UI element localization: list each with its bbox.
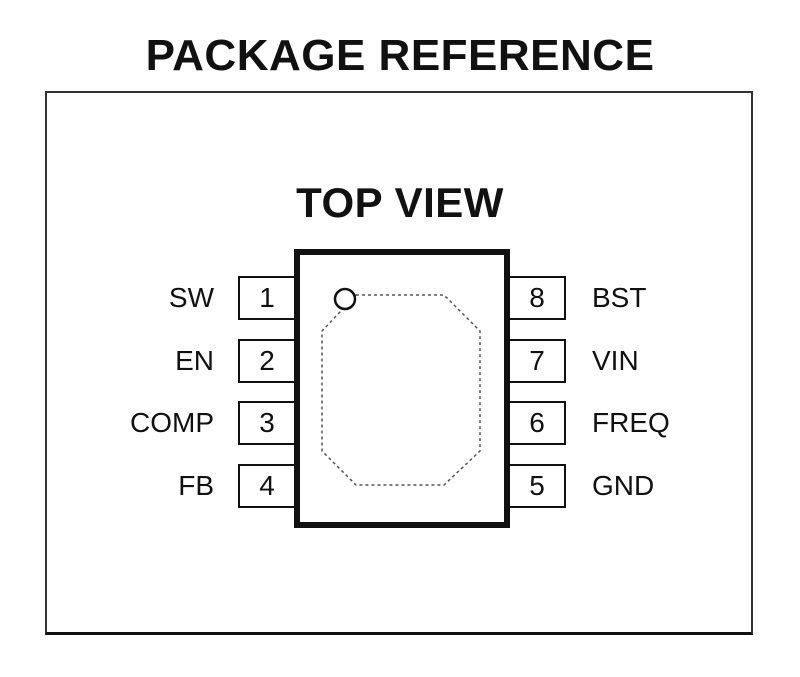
pin-label-en: EN (175, 345, 214, 376)
diagram-frame (45, 91, 753, 635)
pin-5: 5 (510, 464, 566, 508)
pin-label-comp: COMP (130, 407, 214, 438)
pin-7: 7 (510, 339, 566, 383)
pin-label-fb: FB (178, 470, 214, 501)
page-title: PACKAGE REFERENCE (145, 31, 655, 80)
pin-8: 8 (510, 276, 566, 320)
pin-label-gnd: GND (592, 470, 655, 501)
pin-1: 1 (238, 276, 294, 320)
pin-label-freq: FREQ (592, 407, 670, 438)
pin-label-bst: BST (592, 282, 647, 313)
package-outline-graphic (321, 287, 481, 486)
pin-2: 2 (238, 339, 294, 383)
pin-6: 6 (510, 401, 566, 445)
exposed-pad-outline (321, 294, 481, 486)
view-title: TOP VIEW (296, 179, 504, 226)
ic-package-body (294, 249, 510, 528)
pin-label-sw: SW (168, 282, 214, 313)
pin-label-vin: VIN (592, 345, 639, 376)
pin1-marker-icon (333, 287, 357, 311)
pin-3: 3 (238, 401, 294, 445)
pin-4: 4 (238, 464, 294, 508)
